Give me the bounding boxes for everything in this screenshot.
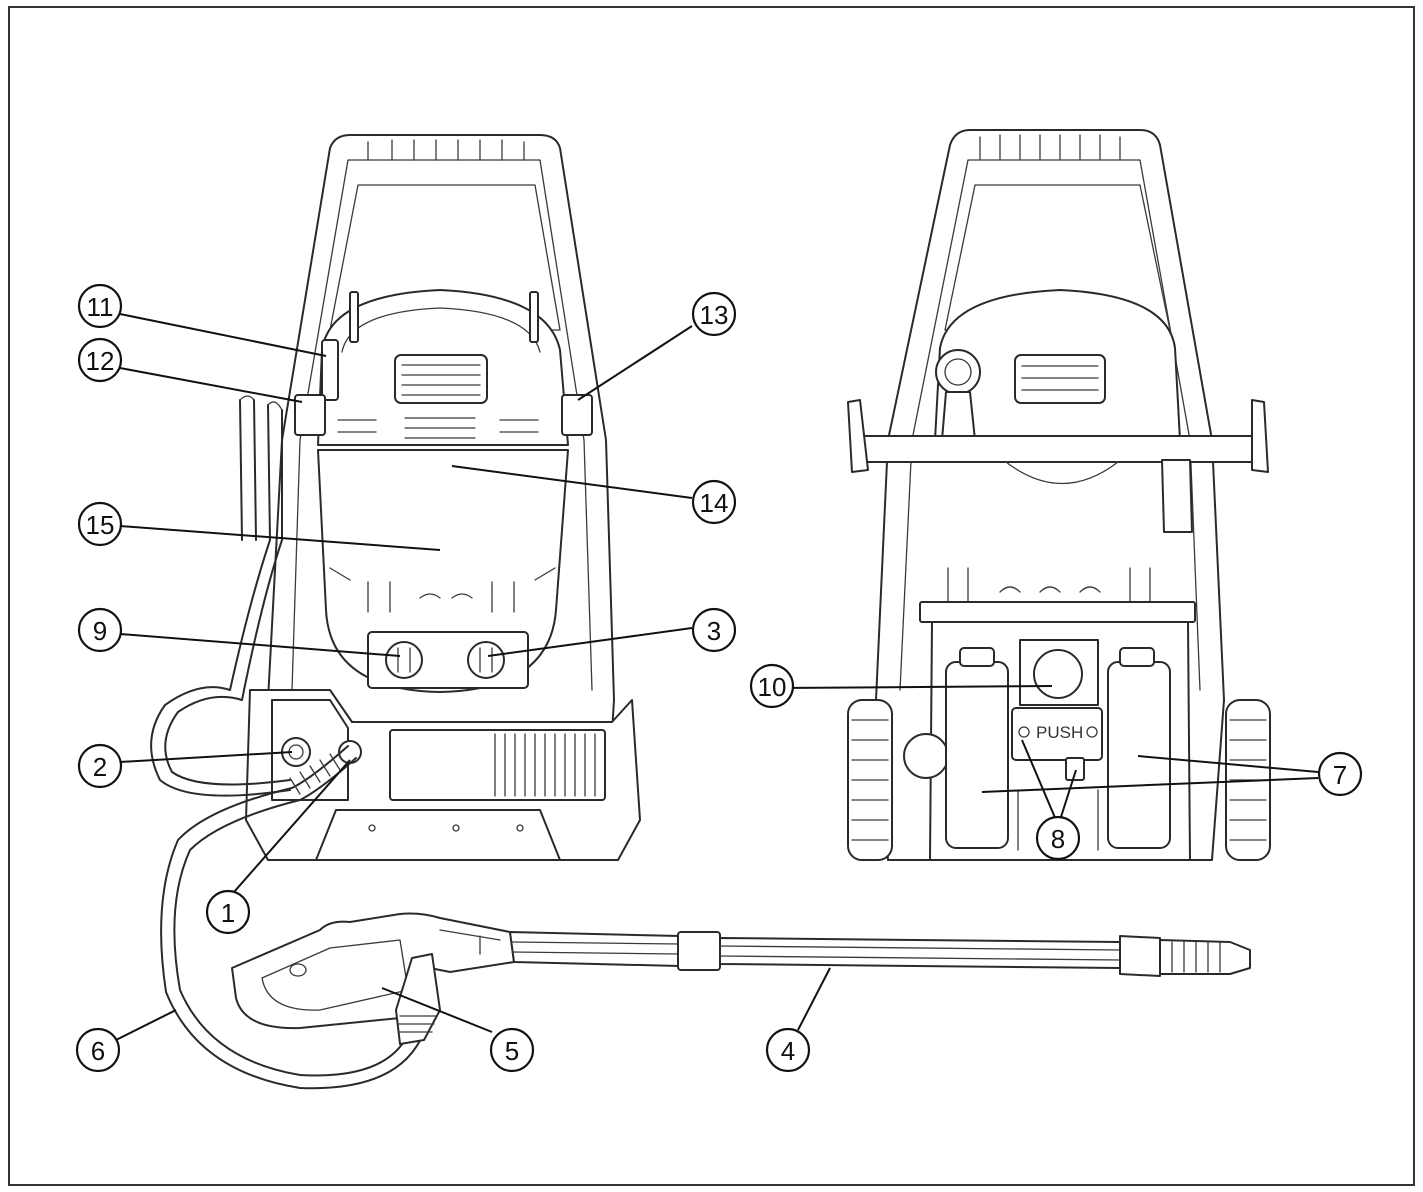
callout-14: 14 bbox=[691, 479, 737, 525]
svg-text:7: 7 bbox=[1333, 760, 1347, 790]
svg-text:15: 15 bbox=[86, 510, 115, 540]
svg-text:5: 5 bbox=[505, 1036, 519, 1066]
handle-grip-ribs bbox=[367, 139, 525, 161]
callout-7: 7 bbox=[1317, 751, 1363, 797]
callout-4: 4 bbox=[765, 1027, 811, 1073]
callout-9: 9 bbox=[77, 607, 123, 653]
svg-text:12: 12 bbox=[86, 346, 115, 376]
callout-10: 10 bbox=[749, 663, 795, 709]
callout-12: 12 bbox=[77, 337, 123, 383]
svg-text:10: 10 bbox=[758, 672, 787, 702]
callout-2: 2 bbox=[77, 743, 123, 789]
rear-wheels bbox=[847, 699, 1271, 861]
svg-text:6: 6 bbox=[91, 1036, 105, 1066]
callout-11: 11 bbox=[77, 283, 123, 329]
svg-text:9: 9 bbox=[93, 616, 107, 646]
push-label: PUSH bbox=[1036, 723, 1083, 742]
callout-8: 8 bbox=[1035, 815, 1081, 861]
high-pressure-hose bbox=[160, 745, 425, 1090]
svg-text:1: 1 bbox=[221, 898, 235, 928]
callout-6: 6 bbox=[75, 1027, 121, 1073]
svg-text:3: 3 bbox=[707, 616, 721, 646]
leader-lines bbox=[115, 313, 1319, 1041]
svg-text:14: 14 bbox=[700, 488, 729, 518]
svg-text:4: 4 bbox=[781, 1036, 795, 1066]
spray-gun bbox=[231, 912, 515, 1045]
callout-3: 3 bbox=[691, 607, 737, 653]
callout-1: 1 bbox=[205, 889, 251, 935]
svg-text:8: 8 bbox=[1051, 824, 1065, 854]
svg-text:13: 13 bbox=[700, 300, 729, 330]
svg-text:2: 2 bbox=[93, 752, 107, 782]
front-view-washer bbox=[150, 134, 641, 861]
callout-15: 15 bbox=[77, 501, 123, 547]
lance bbox=[509, 931, 1251, 977]
svg-text:11: 11 bbox=[87, 292, 114, 322]
callout-5: 5 bbox=[489, 1027, 535, 1073]
rear-view-washer: PUSH bbox=[847, 129, 1271, 861]
callout-13: 13 bbox=[691, 291, 737, 337]
